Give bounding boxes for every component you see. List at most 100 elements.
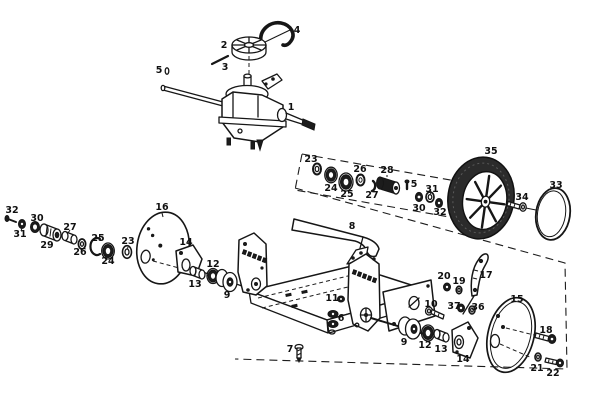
part-11-bolt: [337, 295, 345, 303]
axle-pin-end-glyph: [164, 67, 170, 75]
strip-clutch-28: [376, 175, 401, 195]
left-pulley-9: [215, 268, 238, 293]
part-label-27-22: 27: [63, 222, 76, 233]
left-washer-26: [77, 238, 87, 251]
part-label-19-37: 19: [452, 276, 465, 287]
part-label-30-12: 30: [412, 203, 426, 214]
part-label-9-31: 9: [224, 290, 231, 301]
ring-oval-hole: [489, 333, 501, 349]
part-label-2-1: 2: [221, 40, 228, 51]
part-label-1-0: 1: [288, 102, 295, 113]
part-label-37-40: 37: [447, 301, 460, 312]
part-label-24-6: 24: [324, 183, 338, 194]
ring-hole-dot: [496, 314, 500, 318]
part-label-5-11: 5: [411, 179, 418, 190]
part-label-15-46: 15: [510, 294, 523, 305]
part-2-fan: [231, 36, 267, 74]
part-label-26-8: 26: [353, 164, 367, 175]
left-spacer-13: [189, 265, 206, 280]
part-4-clip: [259, 20, 295, 48]
part-33-hubcap: [534, 187, 572, 241]
left-ring-30: [30, 221, 40, 233]
part-label-17-38: 17: [479, 270, 492, 281]
strip-ring-25: [338, 172, 354, 192]
small-parts-strip: [312, 162, 443, 208]
part-label-14-28: 14: [179, 237, 193, 248]
part-label-27-9: 27: [365, 190, 378, 201]
left-bolt-32: [4, 215, 17, 223]
part-label-13-29: 13: [188, 279, 201, 290]
part-label-25-7: 25: [340, 189, 353, 200]
right-spacer-13: [433, 328, 450, 343]
part-36-washer: [468, 305, 476, 315]
strip-clip-27: [370, 179, 377, 193]
wheel-assembly: [447, 156, 572, 241]
left-parts-chain: [4, 215, 133, 260]
part-37-nut: [457, 303, 465, 313]
part-22-bolt: [544, 357, 564, 368]
part-label-21-48: 21: [530, 363, 543, 374]
part-label-28-10: 28: [380, 165, 394, 176]
part-3-pin: [210, 54, 230, 66]
strip-washer-23: [312, 162, 322, 176]
part-label-24-25: 24: [101, 256, 115, 267]
left-bearing-24: [101, 242, 115, 260]
part-label-32-14: 32: [433, 207, 446, 218]
strip-washer-31: [425, 191, 435, 203]
part-label-36-41: 36: [471, 302, 485, 313]
top-assembly: [160, 20, 316, 152]
left-hub-29: [39, 223, 62, 242]
left-clip-25: [89, 236, 102, 257]
part-label-35-15: 35: [484, 146, 497, 157]
housing-assembly: [237, 218, 436, 364]
part-label-23-26: 23: [121, 236, 134, 247]
strip-bearing-24: [324, 166, 338, 184]
left-disc-assembly: [135, 211, 257, 293]
part-label-13-44: 13: [434, 344, 447, 355]
part-label-33-17: 33: [549, 180, 562, 191]
part-label-25-24: 25: [91, 233, 104, 244]
right-pulley-9: [397, 316, 422, 340]
part-label-8-32: 8: [349, 221, 356, 232]
part-label-12-43: 12: [418, 340, 431, 351]
part-10-bolt: [424, 306, 445, 320]
strip-ring-26: [355, 173, 366, 187]
right-assembly-box-outline: [234, 187, 568, 370]
right-assembly: [370, 253, 564, 374]
part-label-18-47: 18: [539, 325, 553, 336]
part-label-34-16: 34: [515, 192, 529, 203]
part-5-axle: [160, 67, 224, 107]
part-6-nuts: [327, 310, 339, 335]
part-label-6-34: 6: [338, 313, 345, 324]
part-label-31-19: 31: [13, 229, 26, 240]
part-label-16-27: 16: [155, 202, 169, 213]
right-plate-14: [451, 321, 479, 359]
part-label-4-3: 4: [294, 25, 301, 36]
part-label-32-18: 32: [5, 205, 18, 216]
part-label-14-45: 14: [456, 354, 470, 365]
part-label-12-30: 12: [206, 259, 219, 270]
strip-ring-32: [435, 198, 443, 208]
part-20-nut: [443, 282, 451, 292]
part-35-wheel: [447, 156, 515, 240]
deck-left-bracket: [237, 232, 268, 296]
right-bearing-12: [420, 324, 436, 342]
part-label-9-42: 9: [401, 337, 408, 348]
deck-right-bracket: [346, 246, 381, 332]
part-label-29-21: 29: [40, 240, 53, 251]
part-label-22-49: 22: [546, 368, 559, 379]
part-19-washer: [455, 285, 463, 295]
part-label-5-4: 5: [156, 65, 163, 76]
ring-hole-dot: [501, 325, 505, 329]
part-label-10-39: 10: [424, 299, 438, 310]
part-label-30-20: 30: [30, 213, 44, 224]
part-label-26-23: 26: [73, 247, 87, 258]
strip-pin-5: [404, 179, 410, 191]
part-label-3-2: 3: [222, 62, 229, 73]
part-34-bolt: [506, 200, 527, 212]
part-label-7-35: 7: [287, 344, 294, 355]
part-label-23-5: 23: [304, 154, 317, 165]
part-label-20-36: 20: [437, 271, 451, 282]
deck-front-skirt: [248, 290, 329, 334]
